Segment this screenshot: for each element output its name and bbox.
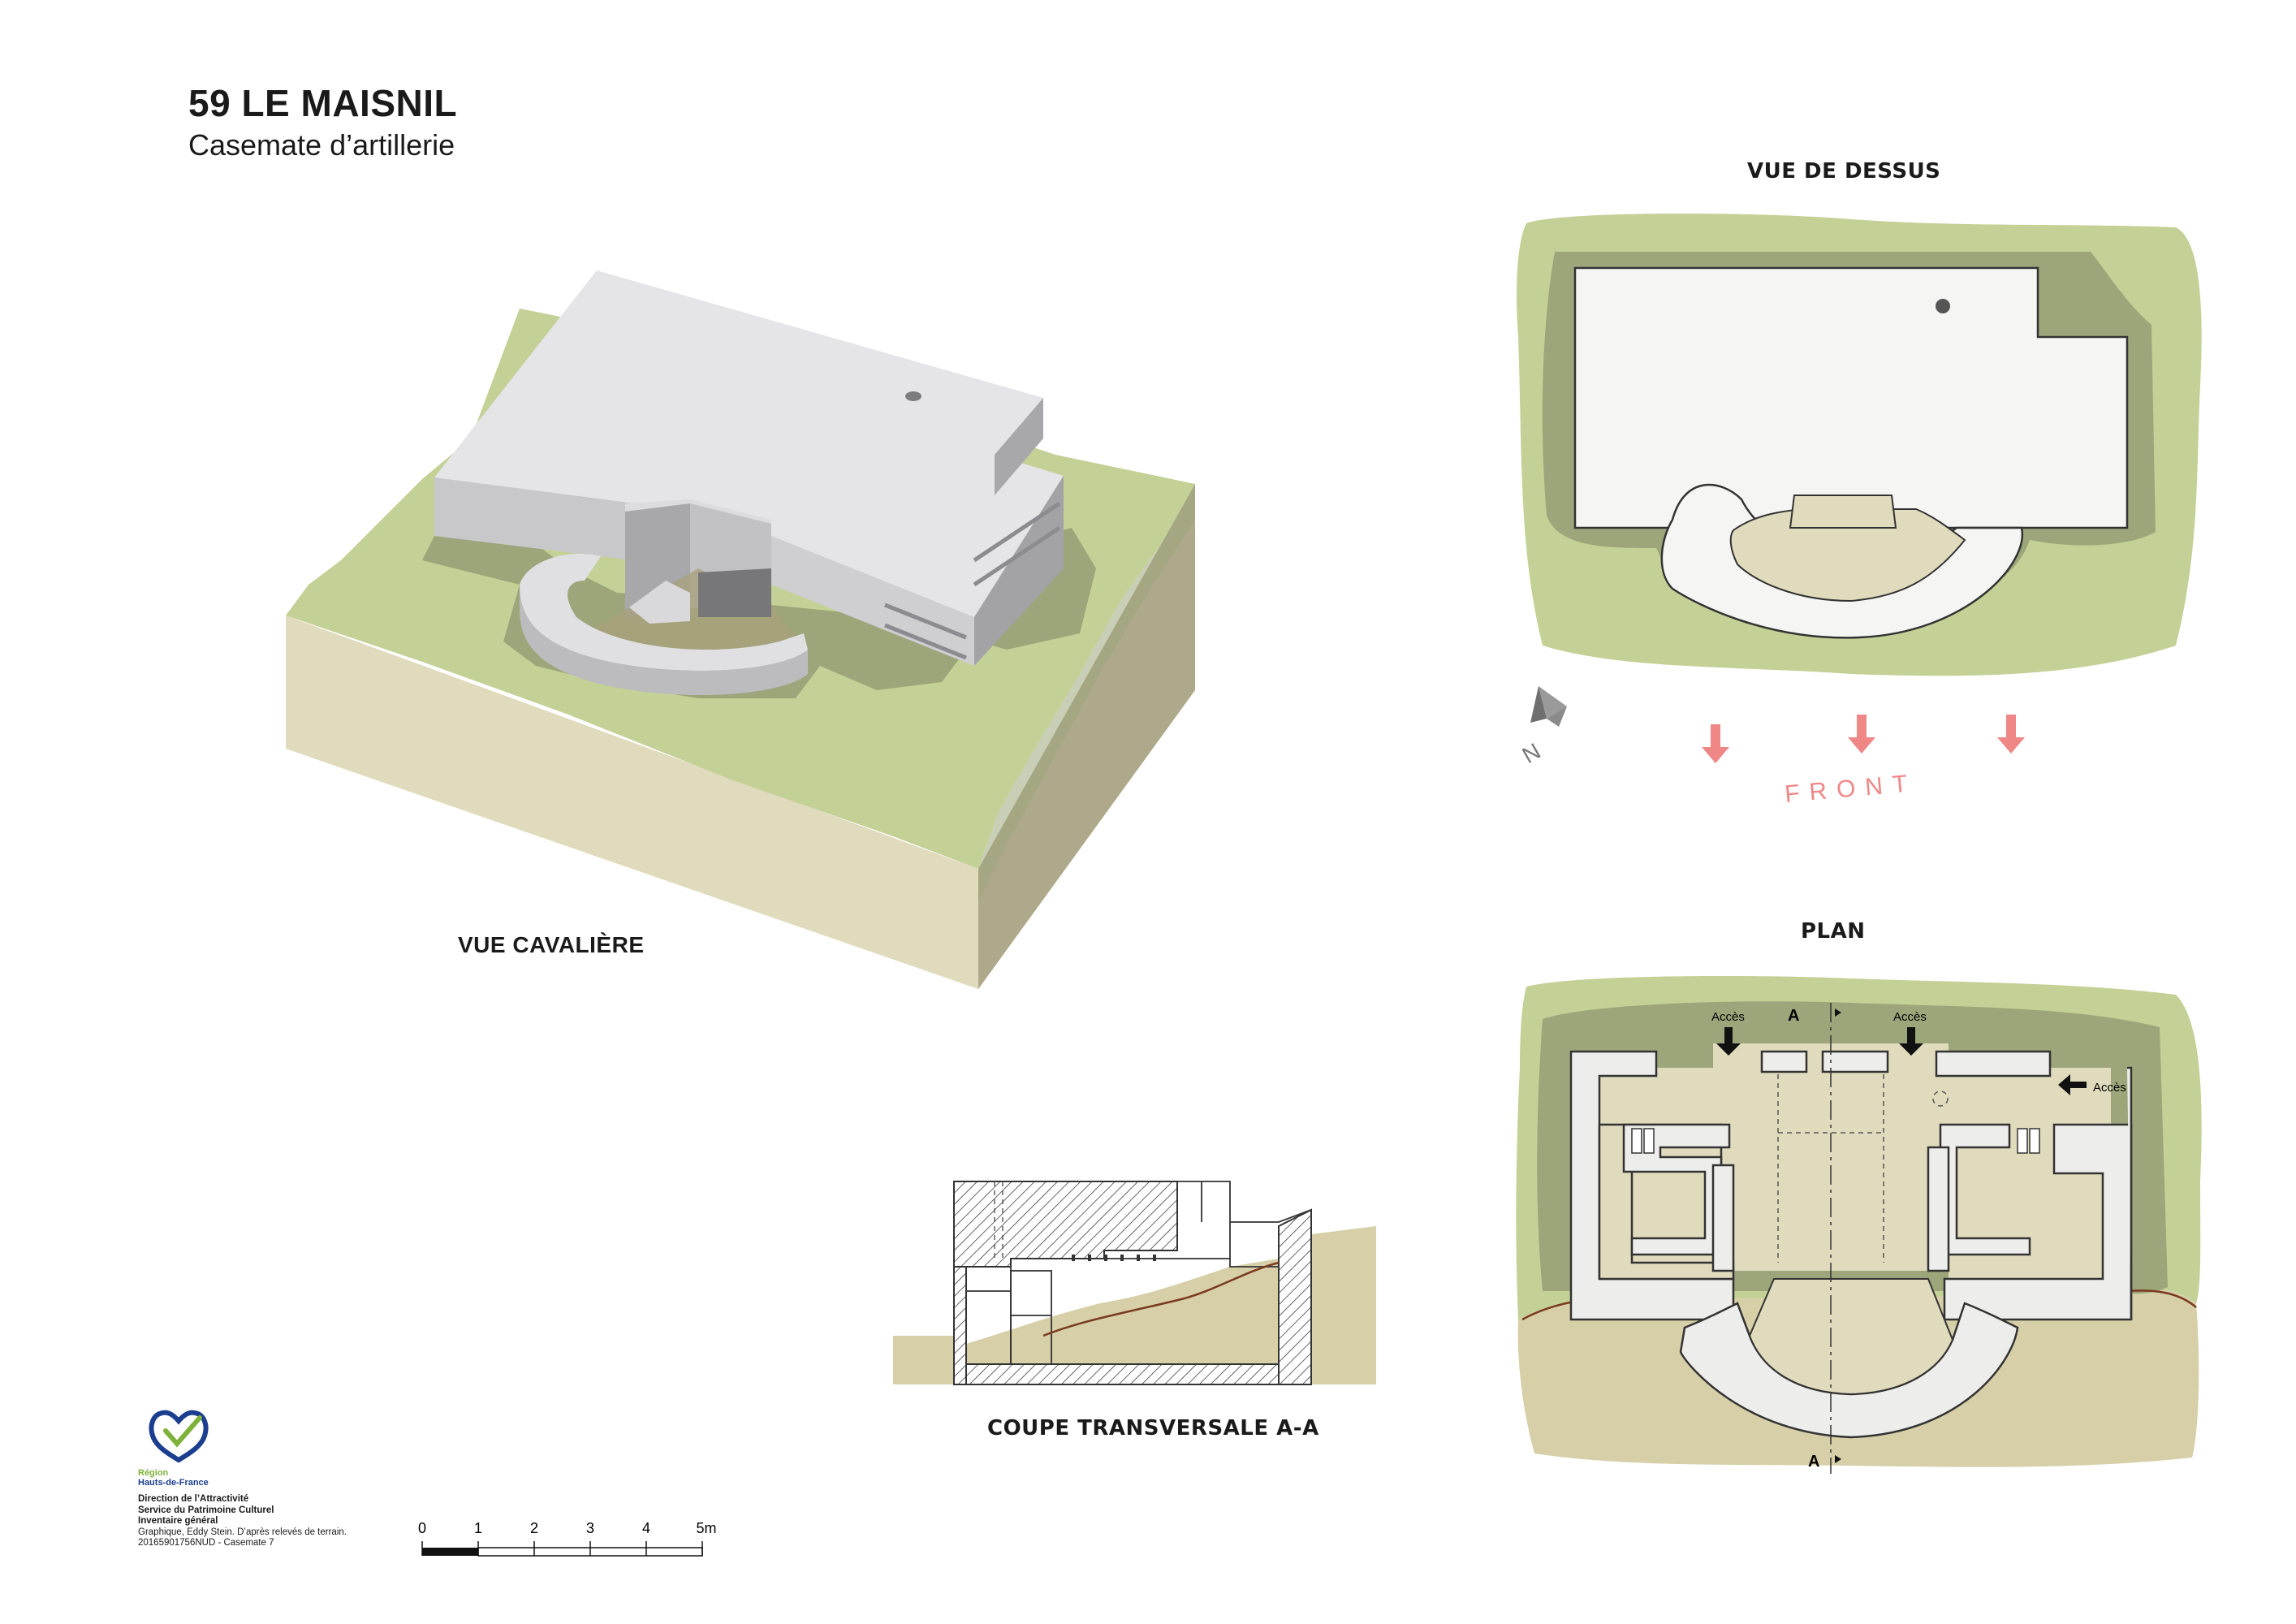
entrance-wedge (629, 581, 690, 624)
roof-vent-icon (905, 391, 921, 401)
plan-hidden-lines (1777, 1074, 1949, 1263)
front-arrows (1702, 715, 2025, 763)
svg-text:A: A (1788, 1007, 1799, 1025)
plan-cells (1631, 1128, 2040, 1154)
access-label-3: Accès (2093, 1081, 2126, 1095)
scale-tick-label: 0 (418, 1520, 426, 1536)
plan-view-label: PLAN (1801, 919, 1866, 944)
access-label-2: Accès (1893, 1010, 1927, 1024)
section-left-wall (953, 1266, 967, 1385)
top-entrance-block (1789, 495, 1897, 529)
section-hidden-lines (994, 1181, 1003, 1259)
front-indicator: FRONT (1702, 715, 2025, 808)
credit-line: Service du Patrimoine Culturel (138, 1505, 274, 1515)
cavalier-view-label: VUE CAVALIÈRE (458, 932, 645, 957)
access-arrow-icon (1716, 1027, 1741, 1056)
section-marker-bottom: A (1808, 1453, 1841, 1471)
curved-wall-top (520, 553, 808, 672)
front-arrow-icon (1702, 724, 1729, 763)
page-title: 59 LE MAISNIL (188, 82, 458, 124)
plan-central-walls (1711, 1146, 1950, 1272)
scale-bar: 0 1 2 3 4 5m (418, 1520, 717, 1557)
casemate-right-face (974, 476, 1064, 666)
section-terrain-fill (966, 1259, 1279, 1364)
top-roof (1573, 266, 2129, 529)
section-floor (965, 1363, 1280, 1385)
section-ground-line (1042, 1261, 1280, 1337)
credit-line: Inventaire général (138, 1516, 218, 1526)
grass-relief (978, 484, 1195, 901)
section-slits (1072, 1255, 1156, 1261)
front-arrow-icon (1997, 715, 2025, 754)
top-view-label: VUE DE DESSUS (1747, 159, 1941, 184)
section-terrain-left (893, 1336, 954, 1384)
scale-segment-filled (422, 1548, 478, 1556)
section-terrain-right (1311, 1226, 1376, 1384)
section-roof (953, 1181, 1178, 1268)
plan-walls (1569, 1050, 2133, 1321)
credit-line: 20165901756NUD - Casemate 7 (138, 1538, 274, 1548)
scale-tick-label: 4 (642, 1520, 650, 1536)
top-view-drawing (1517, 214, 2202, 676)
front-arrow-icon (1848, 715, 1875, 754)
credit-line: Direction de l’Attractivité (138, 1494, 249, 1504)
embrasure-slits (884, 501, 1061, 660)
region-logo (149, 1410, 209, 1463)
section-outline (965, 1181, 1312, 1365)
plan-drawing: A A Accès Accès Accès (1516, 976, 2202, 1474)
page-subtitle: Casemate d’artillerie (188, 128, 455, 162)
plan-courtyard (1748, 1278, 1954, 1396)
access-arrow-icon (2058, 1074, 2087, 1095)
north-label: N (1518, 738, 1545, 768)
north-arrow-icon (1539, 686, 1567, 719)
section-view-label: COUPE TRANSVERSALE A-A (987, 1416, 1319, 1440)
front-label: FRONT (1784, 770, 1918, 808)
access-arrow-icon (1899, 1027, 1923, 1056)
cavalier-view-drawing (286, 270, 1195, 989)
section-marker-top: A (1788, 1007, 1841, 1025)
scale-tick-label: 3 (586, 1520, 594, 1536)
section-right-wall (1278, 1208, 1312, 1385)
casemate-front-face (771, 536, 974, 666)
soil-front-face (286, 615, 978, 989)
svg-text:A: A (1808, 1453, 1819, 1471)
casemate-right-upper (995, 398, 1043, 495)
soil-right-face (978, 484, 1195, 989)
entrance-opening (698, 568, 771, 617)
top-vent-icon (1936, 299, 1950, 313)
scale-tick-label: 1 (474, 1520, 482, 1536)
curved-wall-front (520, 585, 808, 696)
north-arrow: N (1518, 686, 1567, 768)
access-arrows (1716, 1027, 2087, 1095)
courtyard-floor (585, 568, 800, 658)
credit-line: Graphique, Eddy Stein. D’après relevés d… (138, 1527, 347, 1537)
access-label-1: Accès (1711, 1010, 1745, 1024)
section-drawing (893, 1181, 1376, 1385)
scale-tick-label: 2 (530, 1520, 538, 1536)
heart-france-logo-icon (149, 1410, 209, 1463)
region-name: Région Hauts-de-France (138, 1468, 209, 1488)
scale-ticks (421, 1541, 703, 1556)
scale-tick-label: 5m (696, 1520, 716, 1536)
credits-block: Direction de l’Attractivité Service du P… (138, 1494, 347, 1549)
